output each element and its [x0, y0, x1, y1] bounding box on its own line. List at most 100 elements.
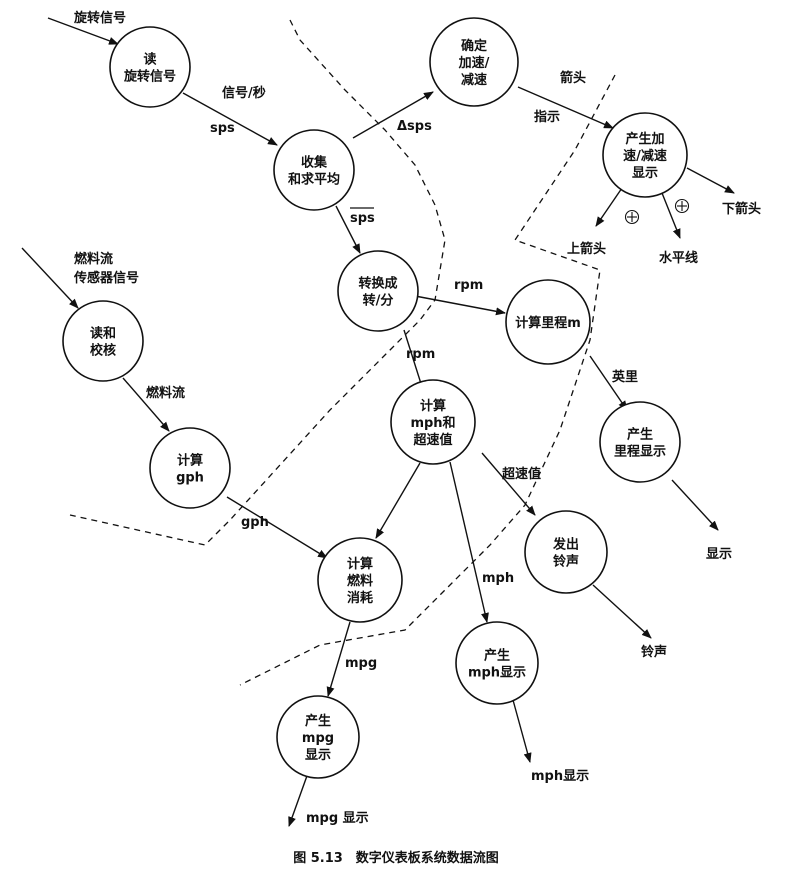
- node-label-line: gph: [176, 471, 204, 486]
- process-circle: [273, 129, 355, 211]
- boundary-line-right: [239, 74, 616, 686]
- process-circle: [602, 112, 688, 198]
- label-chime-out: 铃声: [641, 644, 667, 660]
- arrow-chime-out: [592, 584, 652, 639]
- plus-circle-icon: [624, 209, 640, 225]
- arrow-rotation-in: [47, 17, 119, 45]
- node-label-line: 产生: [305, 713, 331, 729]
- label-mpg-display-out: mpg 显示: [306, 811, 369, 826]
- process-circle: [524, 510, 608, 594]
- node-label-line: 超速值: [413, 432, 452, 448]
- label-sps: sps: [210, 121, 235, 136]
- label-fuel-sensor-line1: 燃料流: [74, 251, 113, 267]
- node-label-line: 确定: [461, 38, 487, 54]
- label-delta-sps: Δsps: [397, 119, 432, 134]
- arrow-mph-to-fuel: [375, 462, 421, 539]
- node-label-line: 发出: [552, 537, 579, 553]
- arrow-determine-to-produce: [517, 86, 614, 129]
- node-label-line: mpg: [302, 731, 334, 746]
- node-label-line: 读和: [90, 326, 116, 342]
- node-label-line: 计算: [347, 556, 373, 572]
- process-circle: [62, 300, 144, 382]
- arrow-display-out: [671, 479, 719, 531]
- node-label-line: mph显示: [468, 666, 526, 681]
- label-indicate: 指示: [534, 109, 560, 125]
- label-mph: mph: [482, 571, 514, 586]
- node-label-line: 里程显示: [614, 445, 666, 460]
- node-label-line: 速/减速: [623, 148, 667, 164]
- flow-arrows: [21, 17, 735, 827]
- node-label-line: 转换成: [358, 276, 397, 292]
- label-horizontal-line: 水平线: [659, 250, 698, 266]
- label-sps-bar: sps: [350, 211, 375, 226]
- label-lower-arrow: 下箭头: [722, 201, 761, 217]
- arrow-collect-to-convert: [335, 205, 361, 254]
- node-label-line: 读: [143, 52, 156, 68]
- node-label-line: 和求平均: [288, 172, 340, 188]
- process-circle: [390, 379, 476, 465]
- label-rpm-right: rpm: [454, 278, 483, 293]
- node-label-line: 校核: [90, 343, 116, 359]
- label-mph-display-out: mph显示: [531, 769, 589, 784]
- process-circle: [337, 250, 419, 332]
- process-circle: [276, 695, 360, 779]
- label-rpm-down: rpm: [406, 347, 435, 362]
- node-label-line: 显示: [305, 748, 331, 763]
- arrow-read-to-collect: [182, 92, 278, 146]
- node-label-line: 消耗: [347, 590, 373, 606]
- node-label-line: 计算里程m: [515, 315, 581, 331]
- arrow-read-to-gph: [122, 377, 170, 432]
- node-produce-mpg-display: 产生 mpg 显示: [276, 695, 360, 779]
- node-label-line: 显示: [632, 166, 658, 181]
- arrow-convert-to-mph: [403, 329, 425, 391]
- process-circle: [429, 17, 519, 107]
- label-signal-per-sec: 信号/秒: [222, 85, 266, 101]
- arrow-convert-to-mileage: [414, 295, 506, 316]
- node-label-line: 计算: [177, 453, 203, 469]
- node-label-line: 计算: [420, 398, 446, 414]
- process-circle: [505, 279, 591, 365]
- label-arrow: 箭头: [560, 70, 586, 86]
- label-miles: 英里: [611, 369, 638, 385]
- arrow-mph-to-chime: [481, 452, 536, 516]
- node-label-line: 转/分: [363, 293, 394, 309]
- plus-circle-icon: [674, 198, 690, 214]
- label-rotation-signal-in: 旋转信号: [73, 10, 126, 26]
- arrow-mileage-to-display: [589, 355, 628, 411]
- label-gph: gph: [241, 515, 269, 530]
- arrow-gph-to-fuel: [226, 496, 328, 559]
- node-compute-mileage: 计算里程m: [505, 279, 591, 365]
- label-display-out: 显示: [706, 547, 732, 562]
- label-mpg: mpg: [345, 656, 377, 671]
- arrow-horizontal-out: [661, 192, 681, 239]
- process-circle: [599, 401, 681, 483]
- label-fuel-sensor-line2: 传感器信号: [73, 270, 139, 286]
- figure-caption: 图 5.13 数字仪表板系统数据流图: [293, 850, 499, 866]
- node-label-line: 燃料: [347, 573, 373, 589]
- process-circle: [455, 621, 539, 705]
- label-overspeed: 超速值: [502, 466, 541, 482]
- boundary-line-top: [69, 19, 446, 546]
- process-circle: [317, 537, 403, 623]
- arrow-down-arrow-out: [686, 167, 735, 194]
- node-compute-gph: 计算 gph: [149, 427, 231, 509]
- node-label-line: 产生: [484, 648, 510, 664]
- node-label-line: 加速/: [458, 55, 490, 71]
- node-label-line: 收集: [301, 155, 328, 171]
- arrow-mpg-display-out: [288, 772, 309, 827]
- node-label-line: 产生: [627, 427, 653, 443]
- process-circle: [149, 427, 231, 509]
- node-label-line: mph和: [410, 415, 455, 431]
- arrow-collect-to-determine: [352, 91, 434, 139]
- node-label-line: 旋转信号: [123, 69, 176, 85]
- node-produce-mph-display: 产生 mph显示: [455, 621, 539, 705]
- arrow-fuel-to-mpg: [326, 621, 351, 697]
